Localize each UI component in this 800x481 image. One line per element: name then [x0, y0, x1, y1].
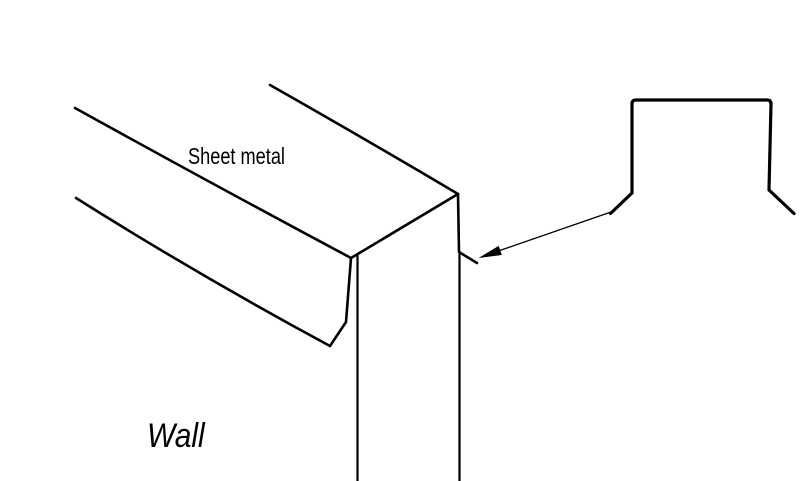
leader-arrow-line: [493, 211, 612, 254]
wall-label: Wall: [147, 417, 205, 455]
coping-corner-miter-edge-line: [349, 192, 460, 260]
coping-right-drip-edge-line: [456, 192, 479, 265]
coping-fascia-bottom-edge-line: [74, 196, 332, 348]
coping-profile-outline: [608, 98, 796, 216]
coping-fascia-corner-drip-edge-line: [328, 256, 353, 348]
coping-far-top-edge-line: [268, 83, 460, 196]
leader-arrow: [478, 211, 612, 258]
coping-profile-section: [608, 98, 796, 216]
arrow-head-icon: [478, 245, 502, 258]
coping-fascia-top-edge-line: [73, 106, 353, 260]
wall-corner-drawing: [73, 83, 479, 481]
sheet-metal-label: Sheet metal: [188, 143, 285, 169]
